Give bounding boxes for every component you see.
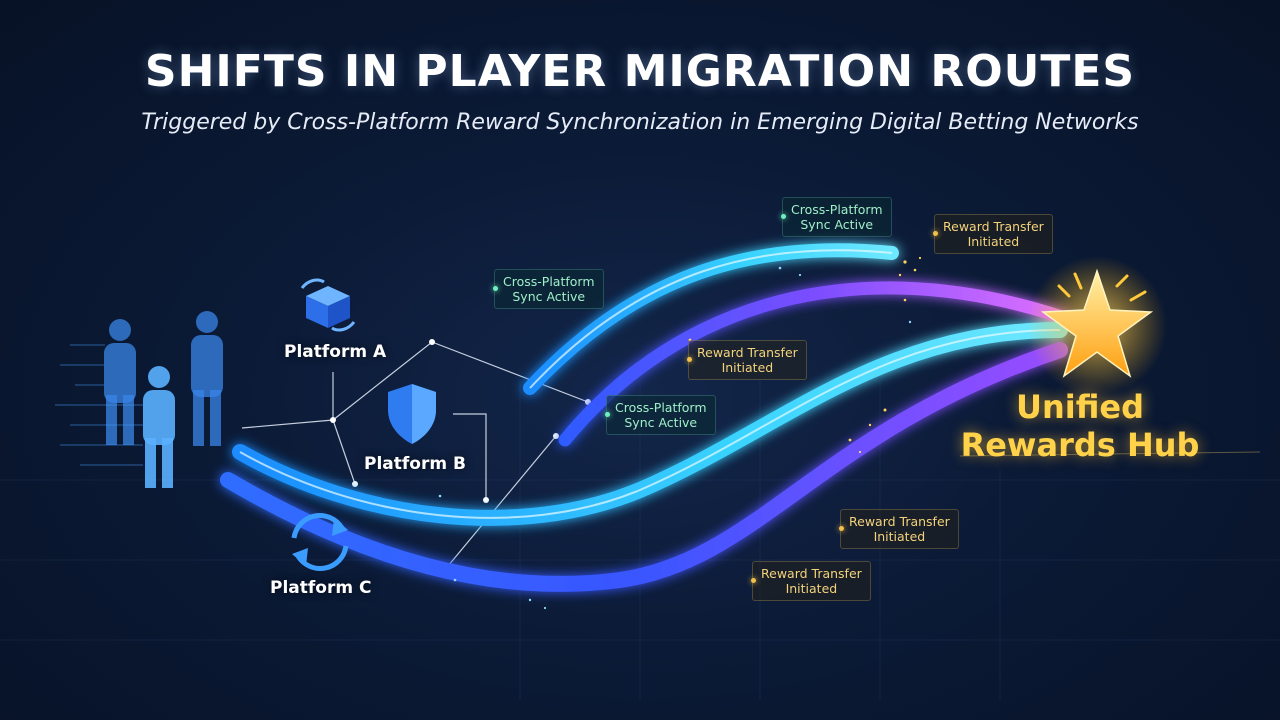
sync-tag-2: Cross-Platform Sync Active	[781, 197, 892, 237]
hub-glow-line	[959, 451, 1261, 457]
status-dot-icon	[751, 578, 756, 583]
cube-icon	[300, 278, 356, 332]
status-dot-icon	[839, 526, 844, 531]
status-dot-icon	[933, 231, 938, 236]
status-dot-icon	[493, 286, 498, 291]
status-dot-icon	[687, 357, 692, 362]
platform-c-label: Platform C	[270, 578, 372, 598]
people-silhouette-icon	[104, 311, 223, 488]
reward-tag-2: Reward Transfer Initiated	[687, 340, 807, 380]
page-title: SHIFTS IN PLAYER MIGRATION ROUTES	[144, 46, 1136, 97]
shield-icon	[388, 384, 436, 444]
page-subtitle: Triggered by Cross-Platform Reward Synch…	[141, 110, 1139, 135]
connector-lines	[241, 341, 589, 567]
reward-tag-3: Reward Transfer Initiated	[839, 509, 959, 549]
stream-upper-purple	[558, 281, 1072, 447]
sync-tag-1: Cross-Platform Sync Active	[493, 269, 604, 309]
unified-rewards-hub-label: Unified Rewards Hub	[960, 388, 1200, 464]
stream-lower-blue	[220, 342, 1068, 592]
digital-trail	[55, 344, 143, 466]
sync-tag-3: Cross-Platform Sync Active	[605, 395, 716, 435]
status-dot-icon	[605, 412, 610, 417]
hub-line-1: Unified	[1015, 388, 1145, 426]
reward-tag-4: Reward Transfer Initiated	[751, 561, 871, 601]
blue-particles	[438, 266, 912, 610]
star-icon	[1027, 256, 1167, 396]
hub-line-2: Rewards Hub	[960, 426, 1200, 464]
platform-a-label: Platform A	[284, 342, 387, 362]
sync-arrows-icon	[291, 513, 349, 571]
reward-tag-1: Reward Transfer Initiated	[933, 214, 1053, 254]
stream-highlights	[239, 249, 1061, 519]
sparkle-particles	[688, 256, 922, 454]
platform-b-label: Platform B	[364, 454, 466, 474]
status-dot-icon	[781, 214, 786, 219]
